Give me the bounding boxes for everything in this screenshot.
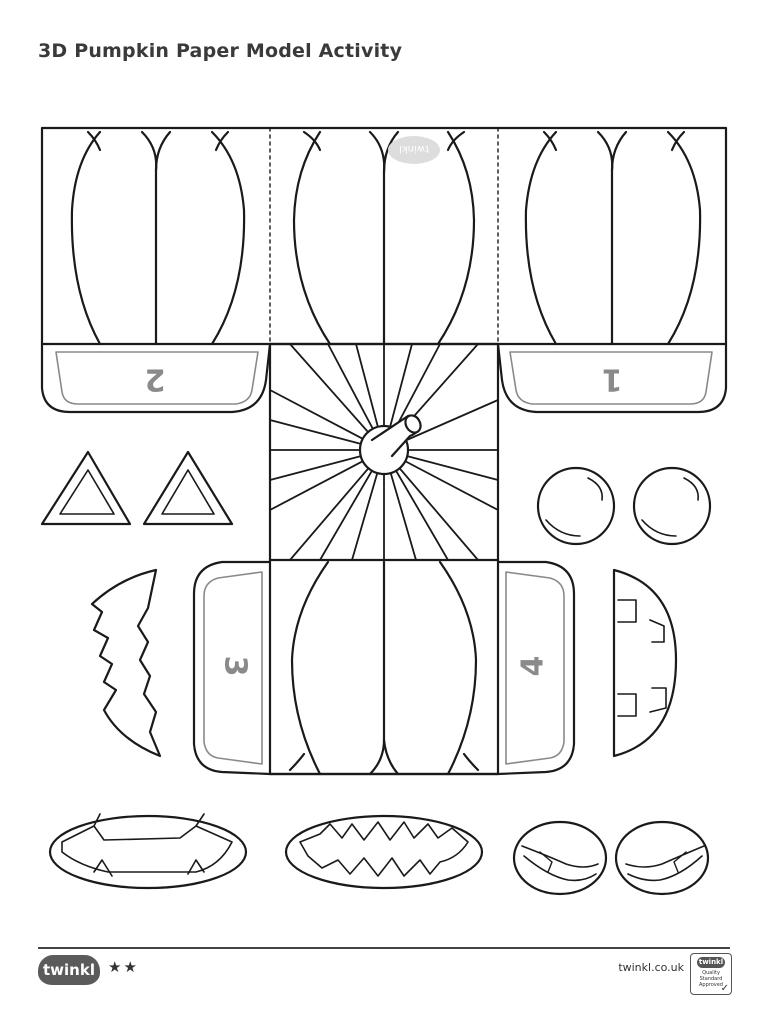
tab-1-number: 1 [602,362,623,397]
round-eyes [536,466,712,546]
zigzag-mouth [90,568,162,758]
tab-1-outline [496,342,728,414]
quality-badge: twinkl Quality Standard Approved ✓ [690,953,732,995]
side-mouth-teeth [617,599,667,717]
bottom-mouths [48,813,710,896]
side-mouth [612,568,678,758]
footer-divider [38,947,730,949]
rating-stars: ★★ [108,958,139,976]
tab-2-inner [55,351,259,405]
tab-2-outline [40,342,272,414]
tab-4-inner [505,571,565,765]
tab-3-outline [192,560,272,776]
tab-4-number: 4 [516,656,551,677]
twinkl-watermark [388,136,440,164]
check-icon: ✓ [720,983,729,994]
right-panel-segments [524,130,702,346]
watermark-text: twinkl [399,143,429,154]
tab-4-outline [496,560,576,776]
triangle-eyes [40,450,234,526]
tab-3-inner [203,571,263,765]
tab-2-number: 2 [145,362,166,397]
badge-caption: Quality Standard Approved [699,970,723,988]
stem-tip [404,414,422,434]
badge-logo: twinkl [697,957,725,968]
tab-3-number: 3 [218,656,253,677]
center-panel-segments [292,130,476,346]
page-title: 3D Pumpkin Paper Model Activity [38,40,403,62]
bottom-panel-segments [288,560,480,776]
website-link[interactable]: twinkl.co.uk [618,961,684,974]
twinkl-logo: twinkl [38,955,100,985]
tab-1-inner [509,351,713,405]
left-panel-segments [70,130,246,346]
